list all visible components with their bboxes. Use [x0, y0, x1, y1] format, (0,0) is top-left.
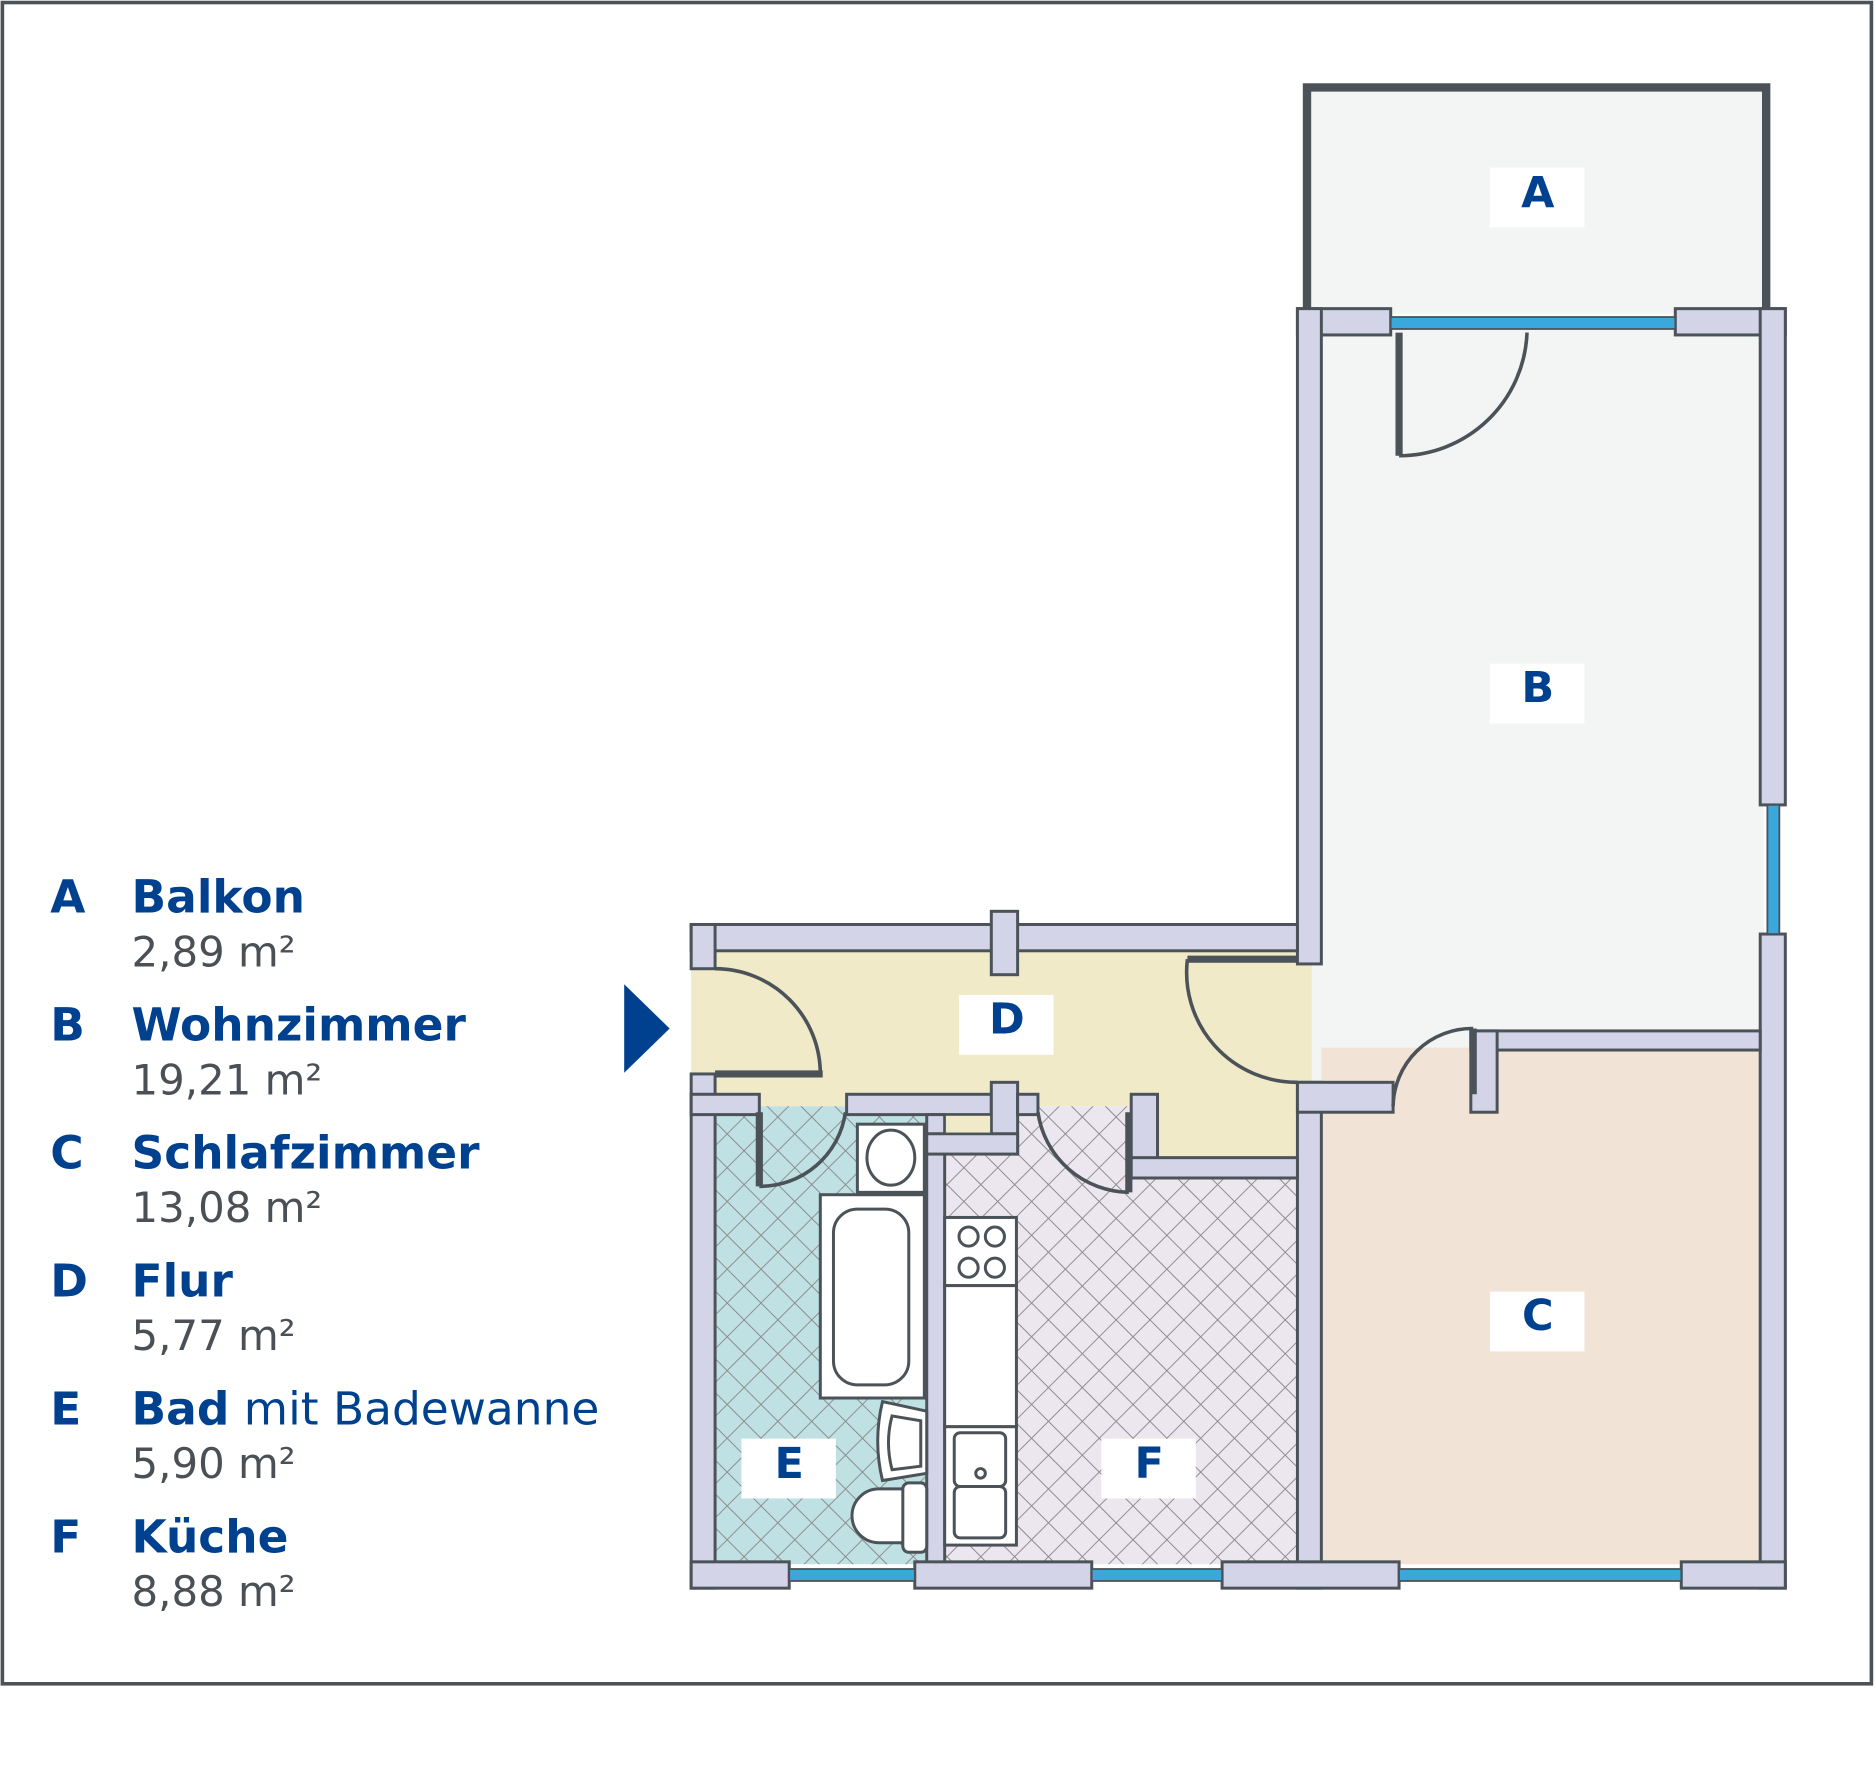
- svg-text:C: C: [50, 1126, 83, 1179]
- svg-text:19,21 m²: 19,21 m²: [132, 1055, 323, 1104]
- svg-text:Schlafzimmer: Schlafzimmer: [132, 1126, 481, 1179]
- room-label-c: C: [1489, 1291, 1585, 1352]
- balcony-railing: [1302, 83, 1771, 309]
- svg-text:B: B: [50, 998, 85, 1051]
- svg-text:E: E: [775, 1439, 804, 1489]
- room-label-d: D: [959, 994, 1054, 1055]
- bathtub-icon: [818, 1193, 926, 1400]
- living-door[interactable]: [1184, 955, 1298, 1085]
- stove-icon: [943, 1215, 1018, 1288]
- svg-text:5,77 m²: 5,77 m²: [132, 1311, 296, 1360]
- svg-text:A: A: [50, 871, 85, 924]
- svg-text:Balkon: Balkon: [132, 871, 305, 924]
- walls: [689, 307, 1787, 1590]
- bedroom-door[interactable]: [1391, 1026, 1477, 1107]
- svg-text:F: F: [1134, 1439, 1163, 1489]
- svg-text:D: D: [50, 1254, 88, 1307]
- svg-text:8,88 m²: 8,88 m²: [132, 1567, 296, 1616]
- svg-text:C: C: [1522, 1291, 1554, 1341]
- room-label-b: B: [1489, 663, 1585, 724]
- balcony-door[interactable]: [1395, 332, 1529, 458]
- washing-machine-icon: [855, 1122, 926, 1194]
- legend-item-f: F Küche 8,88 m²: [50, 1510, 295, 1616]
- legend-item-a: A Balkon 2,89 m²: [50, 871, 305, 977]
- room-label-a: A: [1489, 167, 1585, 228]
- washbasin-icon: [876, 1399, 929, 1483]
- bath-door[interactable]: [755, 1111, 848, 1189]
- svg-text:E: E: [50, 1382, 81, 1435]
- legend-item-c: C Schlafzimmer 13,08 m²: [50, 1126, 480, 1232]
- legend-item-d: D Flur 5,77 m²: [50, 1254, 295, 1360]
- room-label-e: E: [741, 1438, 836, 1499]
- svg-text:Bad mit Badewanne: Bad mit Badewanne: [132, 1382, 600, 1435]
- svg-text:Küche: Küche: [132, 1510, 289, 1563]
- entrance-arrow-icon: [624, 984, 670, 1073]
- entry-door[interactable]: [715, 966, 823, 1078]
- svg-text:13,08 m²: 13,08 m²: [132, 1183, 323, 1232]
- svg-text:Flur: Flur: [132, 1254, 234, 1307]
- legend-item-b: B Wohnzimmer 19,21 m²: [50, 998, 466, 1104]
- svg-text:5,90 m²: 5,90 m²: [132, 1439, 296, 1488]
- svg-text:F: F: [50, 1510, 81, 1563]
- windows: [788, 316, 1781, 1582]
- svg-text:Wohnzimmer: Wohnzimmer: [132, 998, 467, 1051]
- kitchen-counter: [943, 1284, 1018, 1429]
- legend: A Balkon 2,89 m² B Wohnzimmer 19,21 m² C…: [50, 871, 599, 1617]
- svg-text:B: B: [1521, 663, 1554, 713]
- svg-text:D: D: [989, 994, 1025, 1044]
- legend-item-e: E Bad mit Badewanne 5,90 m²: [50, 1382, 599, 1488]
- svg-text:A: A: [1521, 168, 1555, 218]
- room-label-f: F: [1101, 1438, 1196, 1499]
- room-f-kitchen: [944, 1106, 1300, 1565]
- kitchen-door[interactable]: [1036, 1111, 1133, 1195]
- kitchen-sink-icon: [943, 1425, 1018, 1547]
- svg-text:2,89 m²: 2,89 m²: [132, 927, 296, 976]
- toilet-icon: [850, 1481, 929, 1554]
